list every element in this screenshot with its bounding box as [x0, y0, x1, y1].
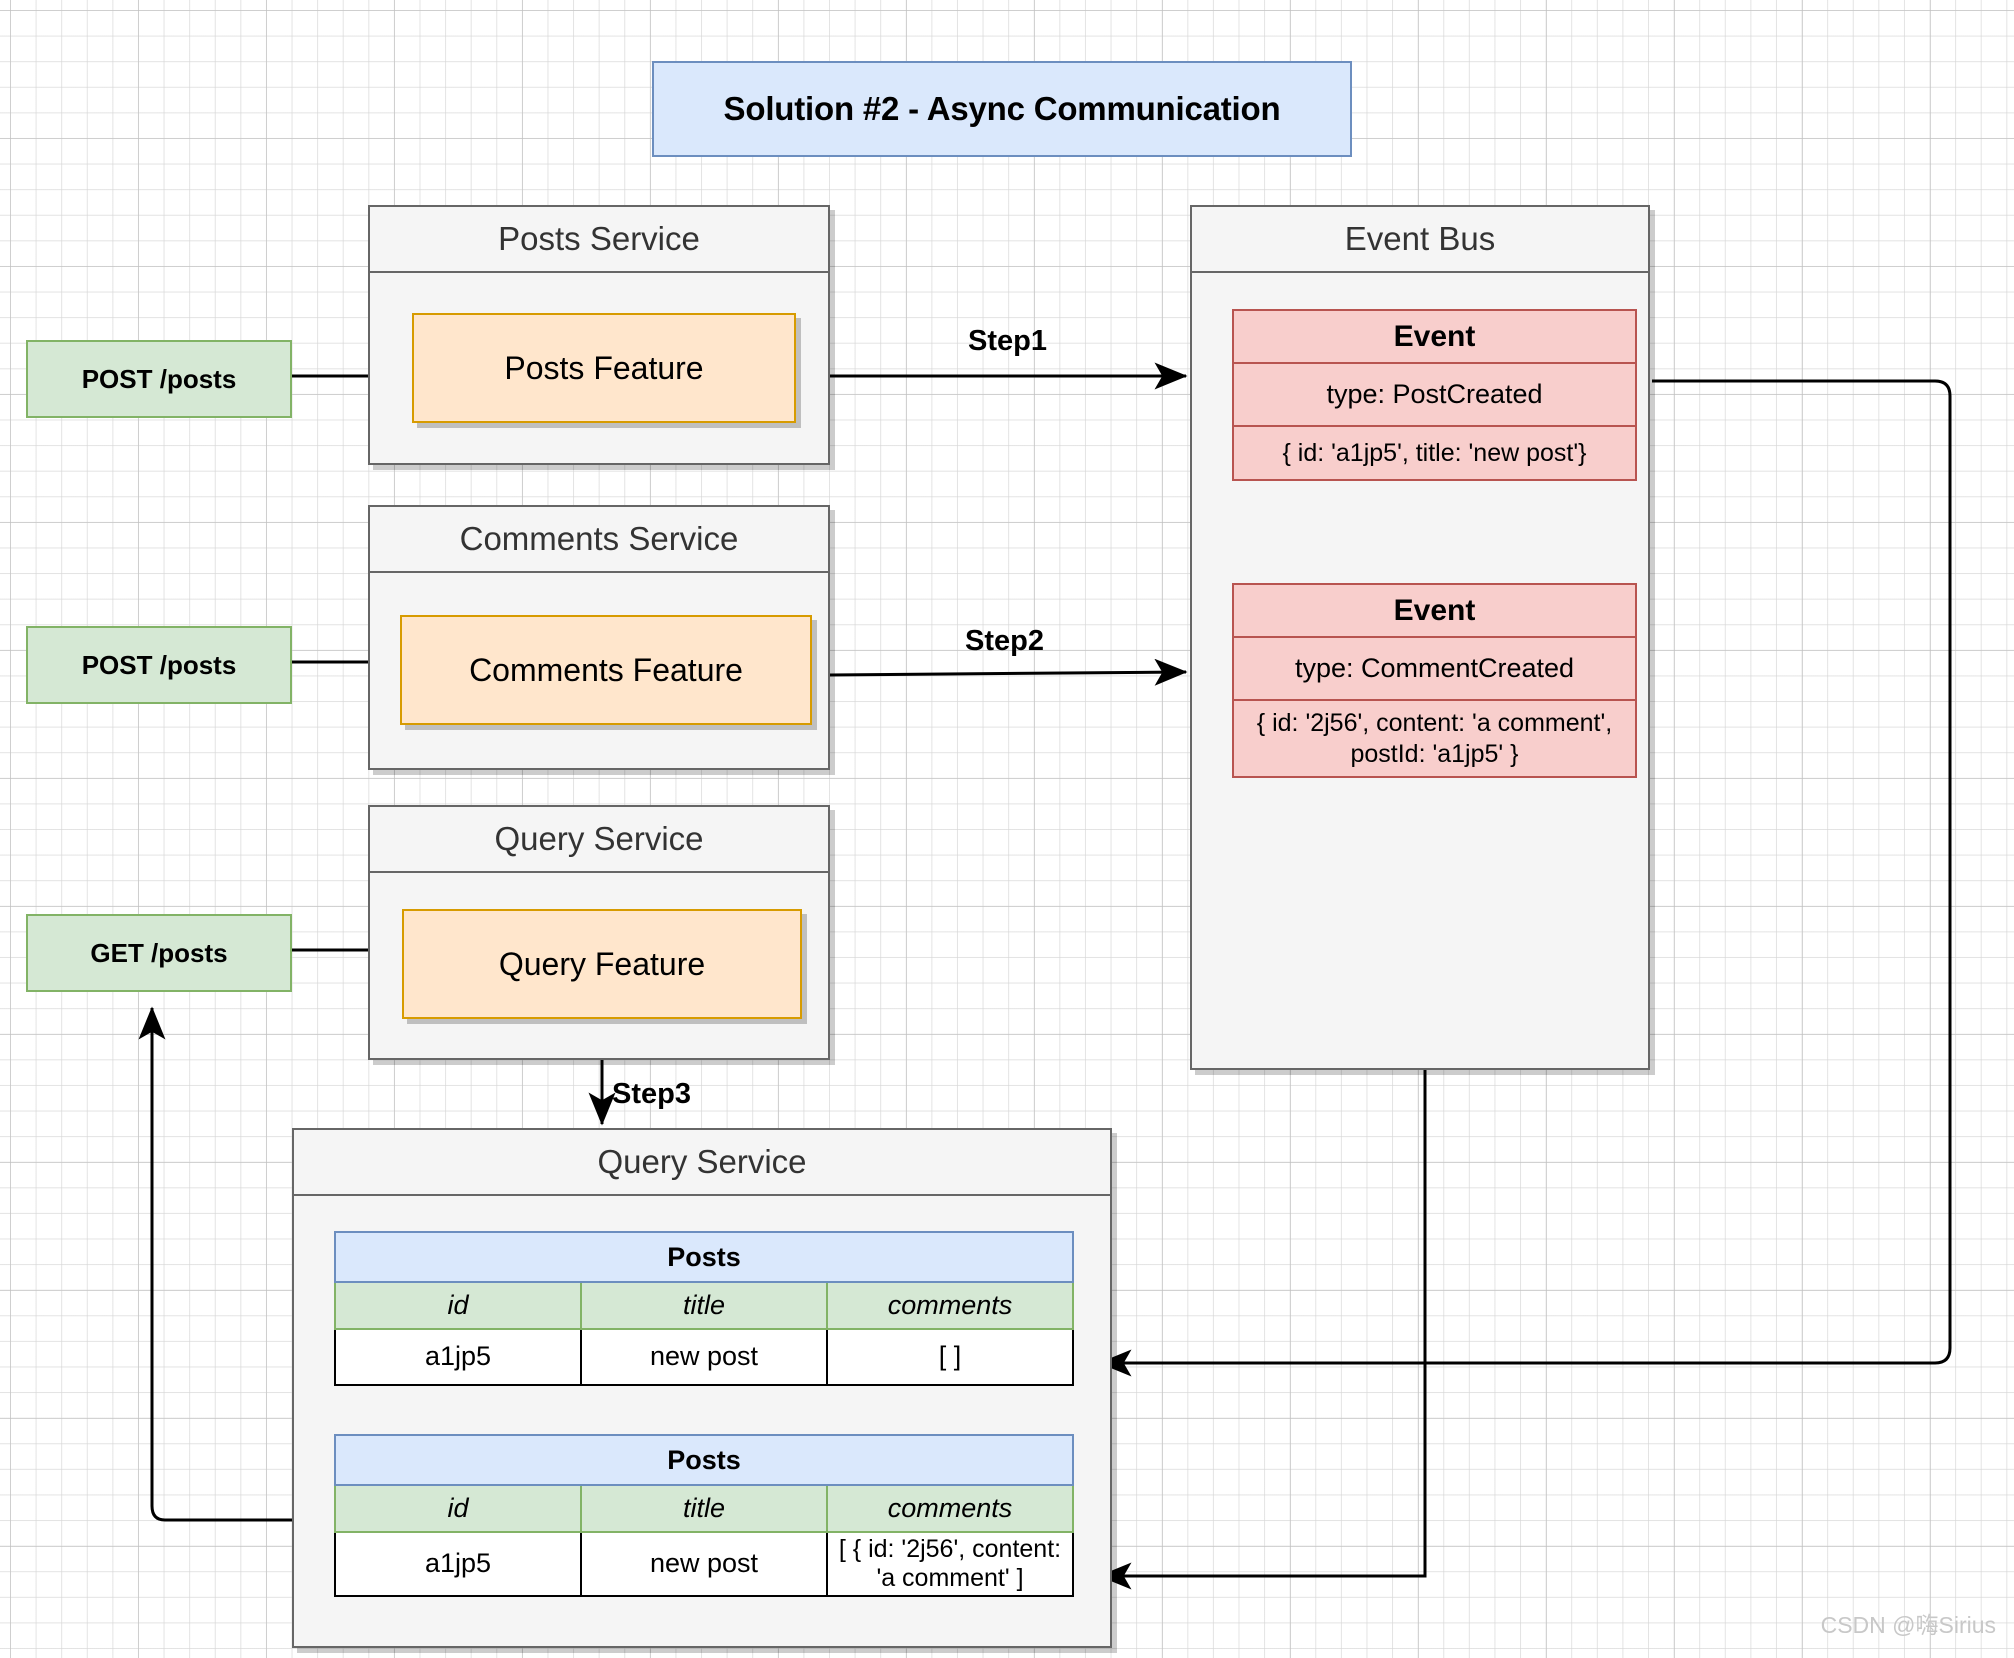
endpoint-post-posts-2[interactable]: POST /posts	[26, 626, 292, 704]
cell-id: a1jp5	[334, 1328, 582, 1386]
query-store-title: Query Service	[294, 1130, 1110, 1196]
step2-label: Step2	[965, 625, 1044, 657]
posts-feature-box[interactable]: Posts Feature	[412, 313, 796, 423]
table-row: a1jp5 new post [ ]	[334, 1328, 1074, 1386]
column-title: title	[580, 1484, 828, 1533]
query-store-box[interactable]: Query Service Posts id title comments a1…	[292, 1128, 1112, 1648]
posts-table-after[interactable]: Posts id title comments a1jp5 new post […	[334, 1434, 1074, 1597]
column-id: id	[334, 1281, 582, 1330]
cell-comments: [ { id: '2j56', content: 'a comment' ]	[826, 1531, 1074, 1597]
comments-service-box[interactable]: Comments Service Comments Feature	[368, 505, 830, 770]
query-service-box[interactable]: Query Service Query Feature	[368, 805, 830, 1060]
event-heading: Event	[1234, 311, 1635, 364]
event-heading: Event	[1234, 585, 1635, 638]
column-comments: comments	[826, 1281, 1074, 1330]
event-type: type: PostCreated	[1234, 364, 1635, 427]
endpoint-post-posts-1[interactable]: POST /posts	[26, 340, 292, 418]
table-row: a1jp5 new post [ { id: '2j56', content: …	[334, 1531, 1074, 1597]
comments-service-body: Comments Feature	[370, 573, 828, 768]
event-card-postcreated[interactable]: Event type: PostCreated { id: 'a1jp5', t…	[1232, 309, 1637, 481]
event-payload: { id: '2j56', content: 'a comment', post…	[1256, 708, 1613, 768]
cell-title: new post	[580, 1328, 828, 1386]
posts-table-before[interactable]: Posts id title comments a1jp5 new post […	[334, 1231, 1074, 1386]
query-service-body: Query Feature	[370, 873, 828, 1058]
column-title: title	[580, 1281, 828, 1330]
step3-label: Step3	[612, 1078, 691, 1110]
step1-label: Step1	[968, 325, 1047, 357]
posts-service-box[interactable]: Posts Service Posts Feature	[368, 205, 830, 465]
event-bus-body: Event type: PostCreated { id: 'a1jp5', t…	[1192, 273, 1648, 1068]
query-store-body: Posts id title comments a1jp5 new post […	[294, 1196, 1110, 1646]
event-type: type: CommentCreated	[1234, 638, 1635, 701]
endpoint-get-posts[interactable]: GET /posts	[26, 914, 292, 992]
event-bus-box[interactable]: Event Bus Event type: PostCreated { id: …	[1190, 205, 1650, 1070]
event-card-commentcreated[interactable]: Event type: CommentCreated { id: '2j56',…	[1232, 583, 1637, 778]
table-name: Posts	[334, 1231, 1074, 1283]
table-header-row: id title comments	[334, 1281, 1074, 1330]
query-feature-box[interactable]: Query Feature	[402, 909, 802, 1019]
diagram-title: Solution #2 - Async Communication	[652, 61, 1352, 157]
cell-comments: [ ]	[826, 1328, 1074, 1386]
comments-service-title: Comments Service	[370, 507, 828, 573]
cell-title: new post	[580, 1531, 828, 1597]
comments-feature-box[interactable]: Comments Feature	[400, 615, 812, 725]
column-id: id	[334, 1484, 582, 1533]
watermark-text: CSDN @嗨Sirius	[1820, 1612, 1996, 1638]
query-service-title: Query Service	[370, 807, 828, 873]
event-bus-title: Event Bus	[1192, 207, 1648, 273]
table-header-row: id title comments	[334, 1484, 1074, 1533]
event-payload: { id: 'a1jp5', title: 'new post'}	[1282, 438, 1587, 467]
cell-id: a1jp5	[334, 1531, 582, 1597]
table-title-row: Posts	[334, 1434, 1074, 1486]
posts-service-body: Posts Feature	[370, 273, 828, 463]
connector-step2	[829, 658, 1188, 686]
column-comments: comments	[826, 1484, 1074, 1533]
posts-service-title: Posts Service	[370, 207, 828, 273]
table-name: Posts	[334, 1434, 1074, 1486]
table-title-row: Posts	[334, 1231, 1074, 1283]
